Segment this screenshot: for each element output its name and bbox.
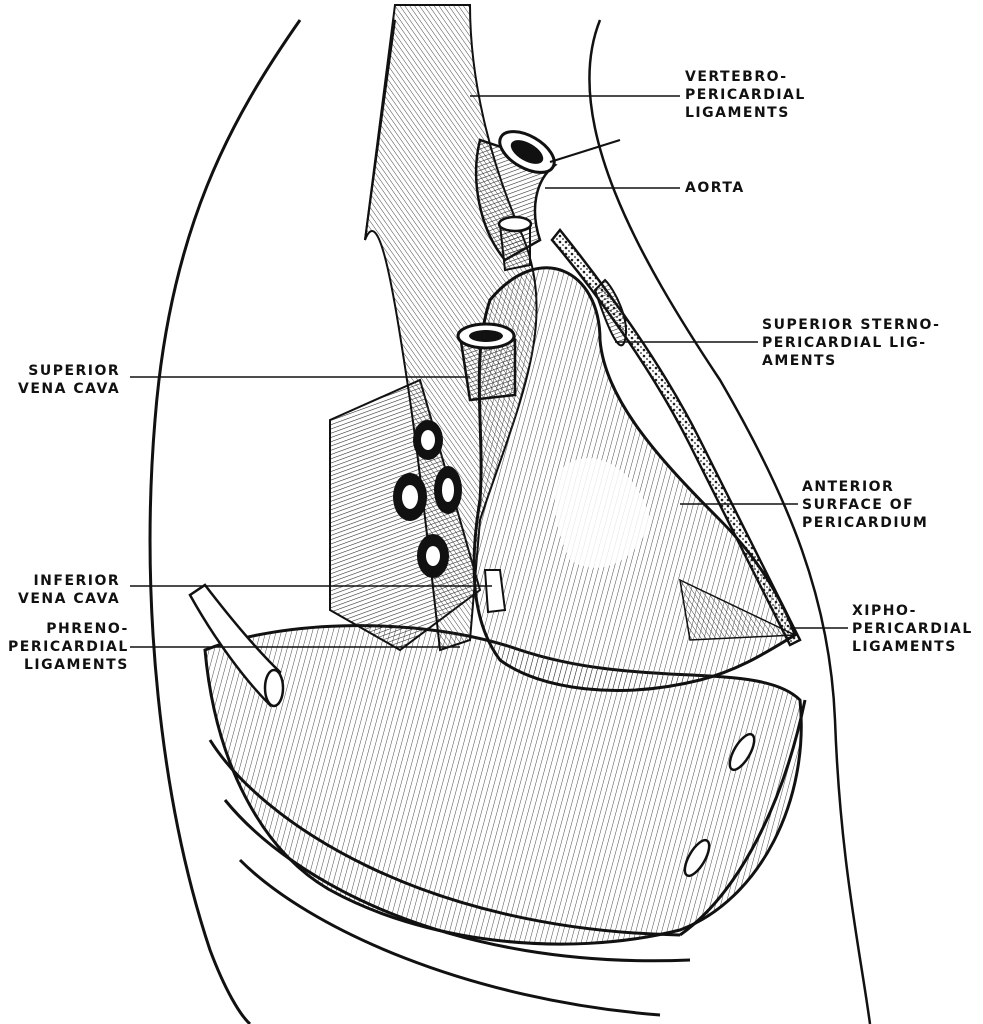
diaphragm bbox=[203, 624, 803, 946]
label-anterior-surface-of-pericardium: ANTERIOR SURFACE OF PERICARDIUM bbox=[802, 479, 929, 531]
rib-band-1 bbox=[208, 739, 681, 937]
body-outline-right bbox=[588, 19, 872, 1024]
inferior-vena-cava bbox=[483, 569, 507, 614]
label-xipho-pericardial-ligaments: XIPHO- PERICARDIAL LIGAMENTS bbox=[852, 603, 973, 655]
vertebro-ligament-strand bbox=[364, 19, 396, 241]
label-superior-vena-cava: SUPERIOR VENA CAVA bbox=[18, 363, 121, 397]
xipho-ligament bbox=[679, 578, 796, 641]
sterno-ligament bbox=[593, 278, 627, 347]
label-aorta: AORTA bbox=[685, 180, 745, 196]
rib-band-2 bbox=[223, 799, 691, 963]
label-phreno-pericardial-ligaments: PHRENO- PERICARDIAL LIGAMENTS bbox=[8, 621, 129, 673]
pericardium-highlight bbox=[554, 458, 650, 568]
label-superior-sterno-pericardial-ligaments: SUPERIOR STERNO- PERICARDIAL LIG- AMENTS bbox=[762, 317, 941, 369]
body-outline-left bbox=[148, 19, 302, 1024]
rib-left-cut bbox=[263, 668, 285, 708]
leader-lines bbox=[130, 95, 848, 648]
label-vertebro-pericardial-ligaments: VERTEBRO- PERICARDIAL LIGAMENTS bbox=[685, 69, 806, 121]
rib-right-cut-2 bbox=[683, 838, 711, 878]
rib-right-cut-1 bbox=[728, 732, 756, 772]
label-inferior-vena-cava: INFERIOR VENA CAVA bbox=[18, 573, 121, 607]
rib-band-4 bbox=[679, 699, 807, 937]
rib-band-3 bbox=[238, 858, 661, 1017]
pericardium bbox=[472, 266, 797, 692]
aorta-probe bbox=[549, 139, 621, 163]
